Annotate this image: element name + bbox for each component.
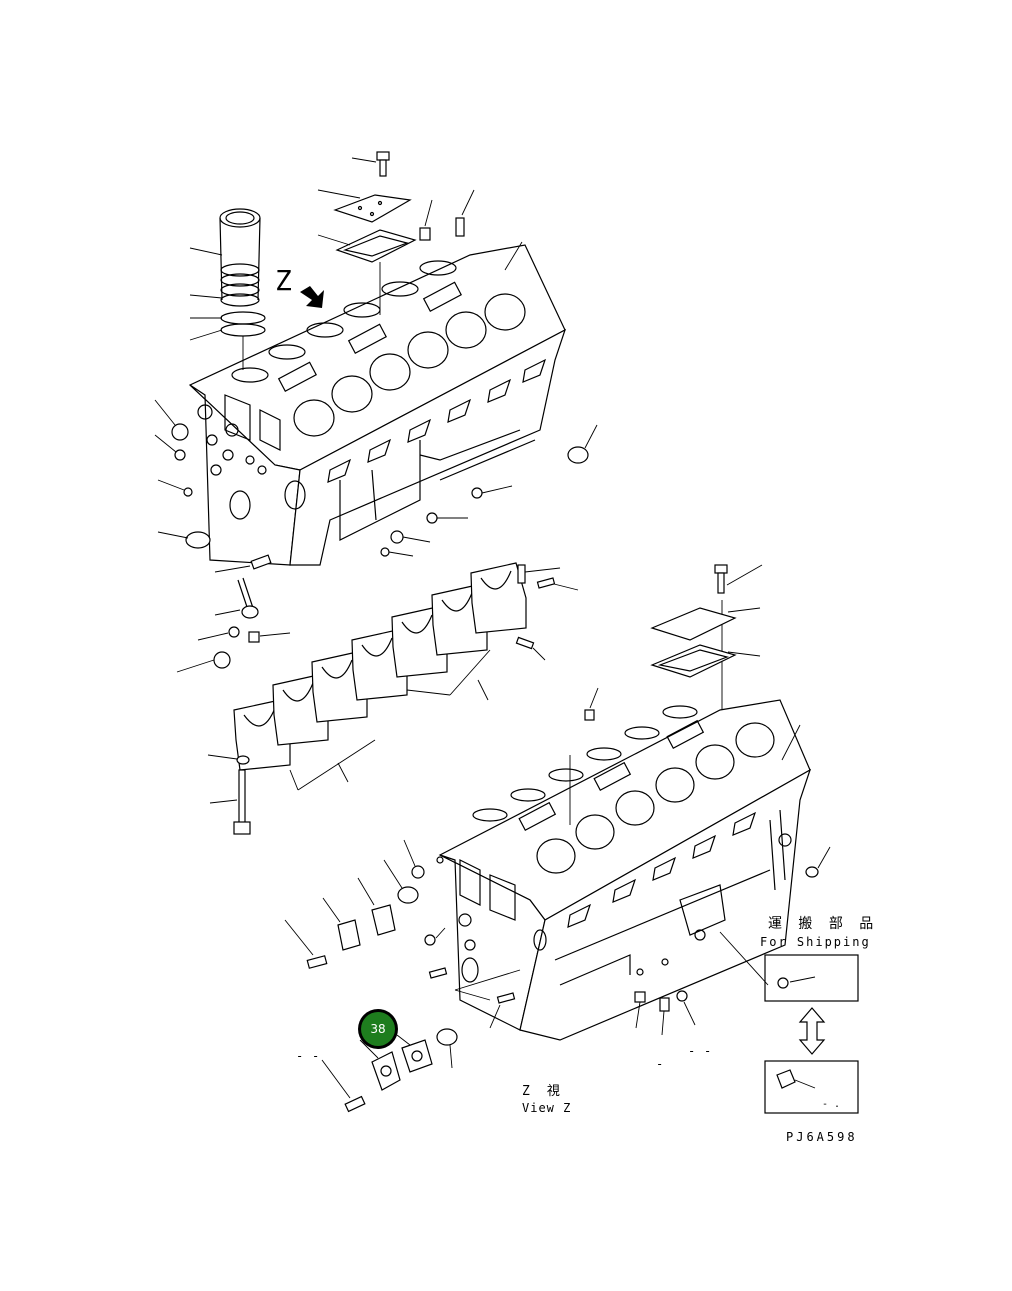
view-caption-english: View Z <box>522 1101 571 1115</box>
lower-cover-gasket <box>650 644 761 678</box>
upper-block-side-openings <box>327 358 547 541</box>
view-z-caption: Z 視 View Z <box>522 1084 571 1115</box>
shipping-inset: 運 搬 部 品 For Shipping - . <box>719 916 877 1114</box>
drawing-code: PJ6A598 <box>786 1130 858 1144</box>
cover-plate <box>333 194 412 223</box>
oil-pipe-parts <box>176 554 291 673</box>
double-arrow-icon <box>798 1007 826 1055</box>
lower-block-front <box>436 856 547 983</box>
shipping-caption-kanji: 運 搬 部 品 <box>768 916 877 932</box>
lower-plug <box>584 687 599 721</box>
bottom-bolts: - - - <box>634 990 711 1071</box>
dowel-pin <box>455 189 475 237</box>
svg-text:-: - <box>688 1044 695 1058</box>
side-plug <box>567 424 598 464</box>
upper-block-front-details <box>197 394 306 520</box>
svg-text:-: - <box>656 1057 663 1071</box>
lower-cover-plate <box>650 607 737 641</box>
side-bolts <box>380 485 513 557</box>
plug <box>419 199 433 241</box>
lower-block-parts: - - - - - <box>284 564 831 1113</box>
upper-cylinder-block <box>188 244 567 566</box>
svg-text:-: - <box>296 1049 303 1063</box>
view-caption-kanji: Z 視 <box>522 1084 562 1099</box>
front-plugs <box>284 839 521 1069</box>
bolt <box>351 151 390 177</box>
cap-bolt <box>207 754 251 835</box>
front-cover-with-callout: - - <box>296 1034 433 1113</box>
svg-text:-: - <box>704 1044 711 1058</box>
callout-number: 38 <box>370 1022 385 1036</box>
part-callout-38[interactable]: 38 <box>358 1009 398 1049</box>
lower-bolt <box>714 564 763 594</box>
left-plugs <box>154 399 211 549</box>
cylinder-liner <box>189 208 266 370</box>
svg-text:- .: - . <box>822 1099 840 1110</box>
main-bearing-caps <box>207 562 579 835</box>
shipping-caption-english: For Shipping <box>760 935 871 949</box>
lower-block-side <box>554 809 792 986</box>
view-z-arrow-icon <box>300 286 324 308</box>
right-side-plug <box>805 846 831 878</box>
svg-text:-: - <box>312 1049 319 1063</box>
upper-block-parts <box>154 151 598 673</box>
bearing-cap-7 <box>470 562 527 634</box>
lower-block-bores <box>472 705 775 874</box>
lower-cylinder-block <box>436 600 812 1041</box>
cover-gasket <box>317 229 417 263</box>
view-z-label: Z <box>275 264 292 297</box>
